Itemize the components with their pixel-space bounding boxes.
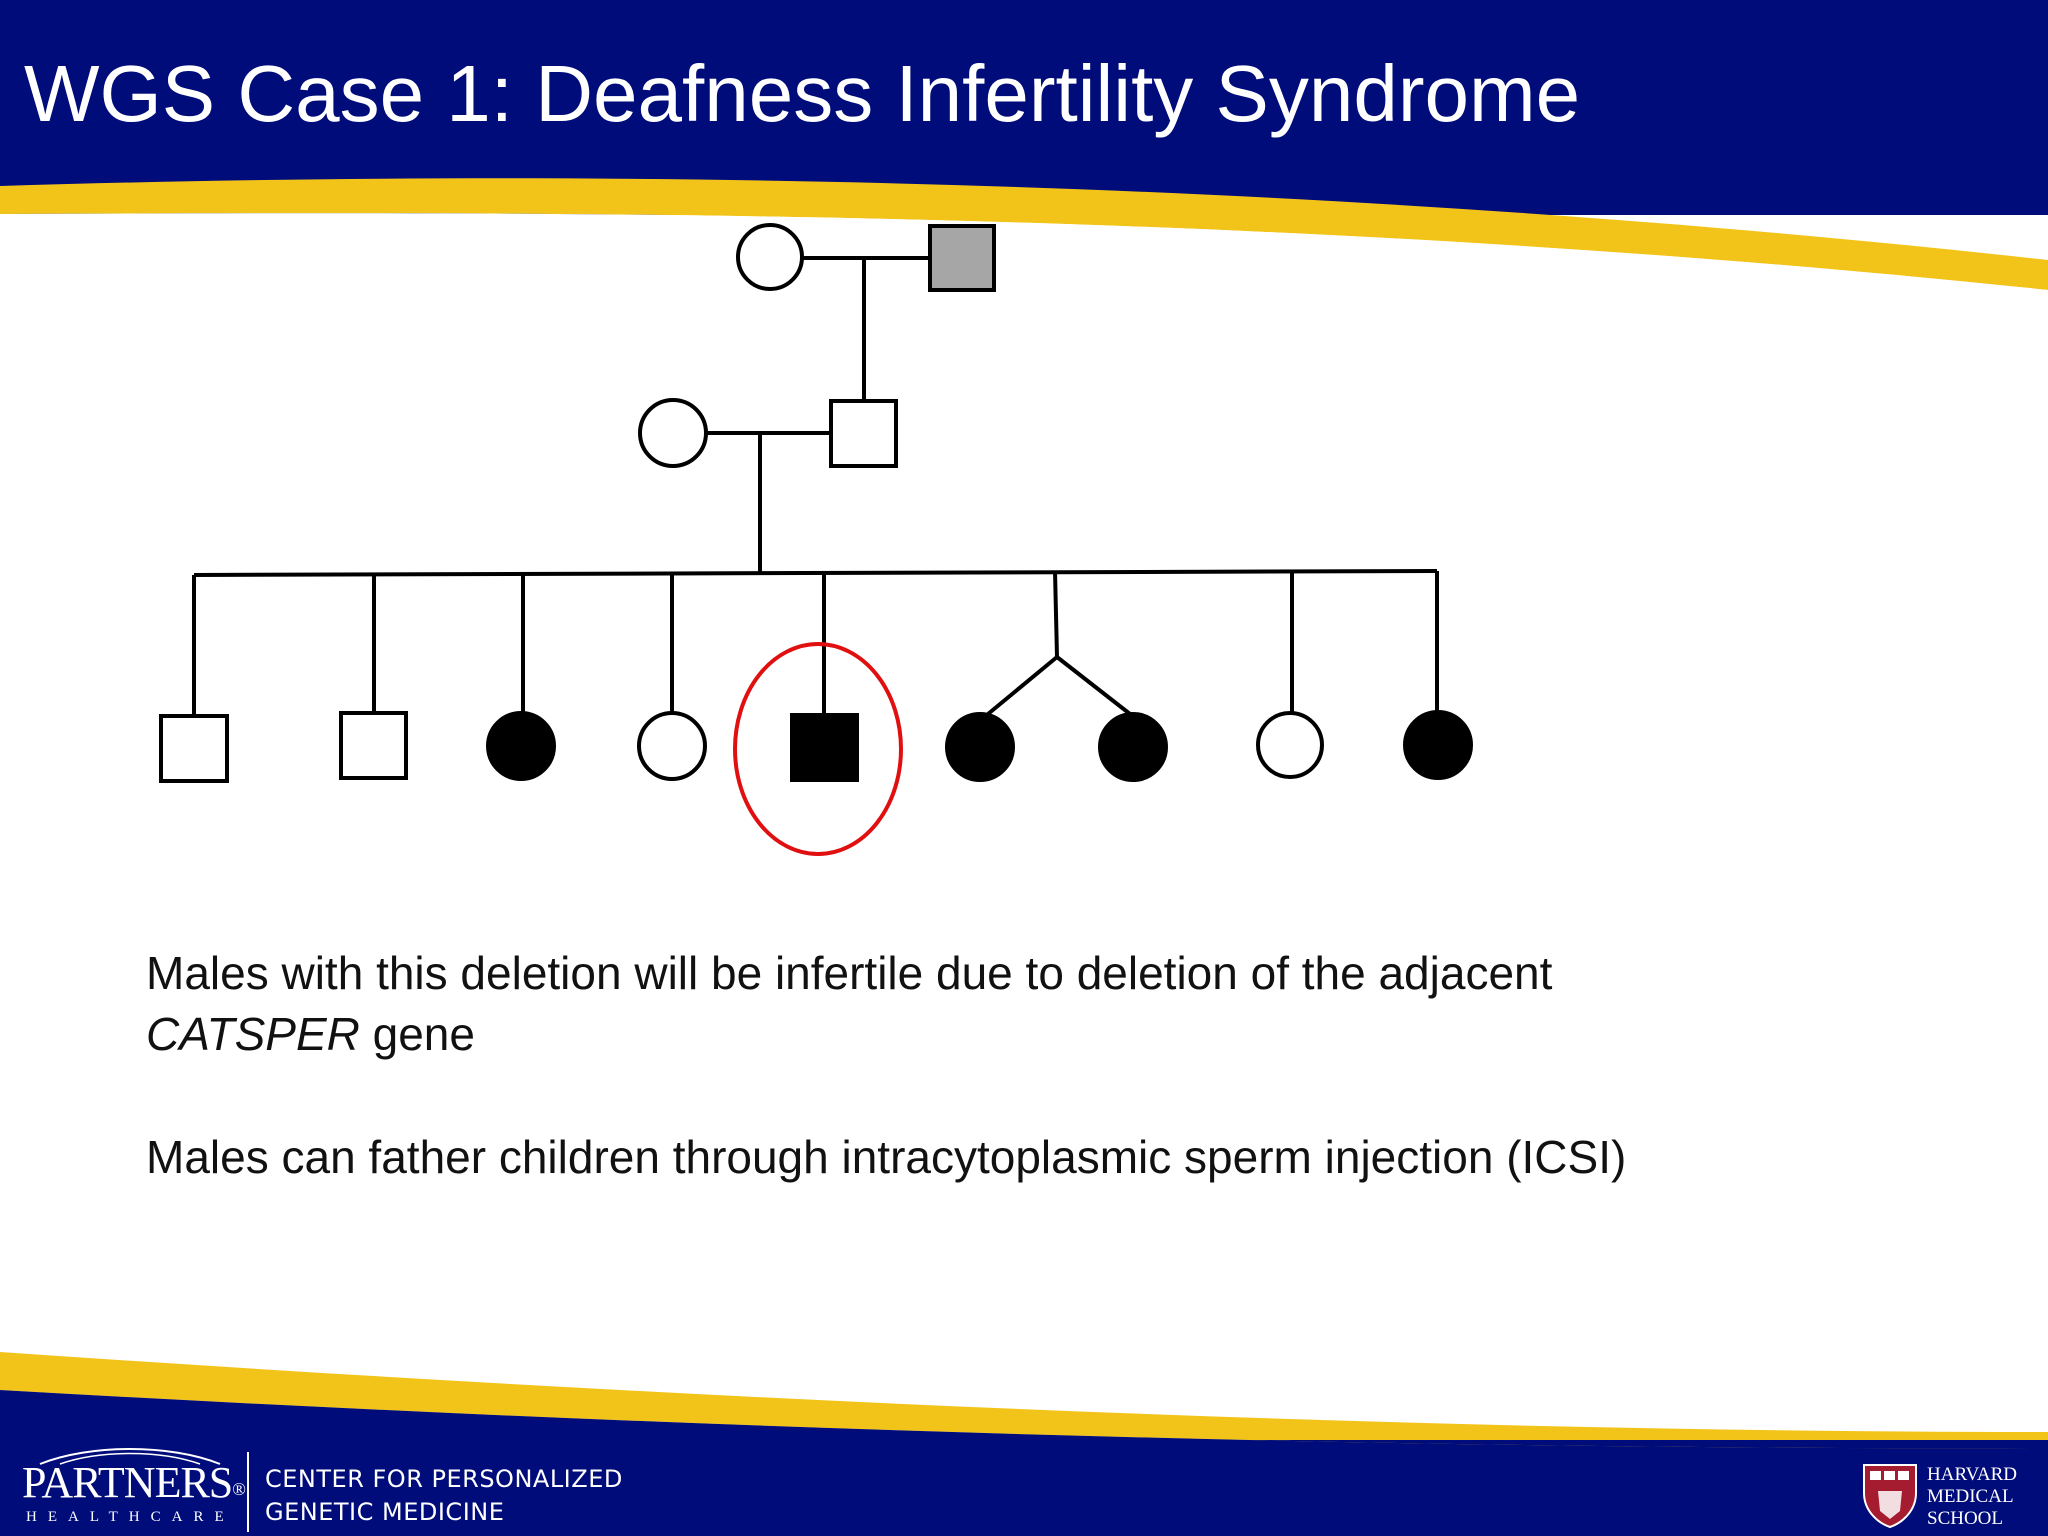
pedigree-chart bbox=[159, 223, 1473, 856]
harvard-line-1: HARVARD bbox=[1927, 1464, 2017, 1485]
body-line-1: Males with this deletion will be inferti… bbox=[146, 947, 1553, 999]
footer-band bbox=[0, 1440, 2048, 1536]
gen3-daughter-unaffected-2 bbox=[1256, 711, 1324, 779]
logo-divider bbox=[247, 1452, 249, 1532]
gen3-affected-twin-1 bbox=[945, 712, 1015, 782]
body-paragraph-2: Males can father children through intrac… bbox=[146, 1131, 1627, 1183]
twin-branch-left bbox=[986, 655, 1059, 716]
twin-branch-right bbox=[1055, 655, 1132, 716]
center-name-line-2: GENETIC MEDICINE bbox=[265, 1498, 505, 1526]
proband-highlight-ellipse bbox=[733, 642, 903, 856]
gen2-father-square bbox=[829, 399, 898, 468]
partners-logo-arc bbox=[39, 1448, 221, 1465]
drop-line-twins bbox=[1053, 570, 1059, 658]
gen3-affected-twin-2 bbox=[1098, 712, 1168, 782]
gen3-daughter-unaffected-1 bbox=[637, 711, 707, 781]
gen3-proband-square bbox=[790, 713, 859, 782]
body-paragraph-1: Males with this deletion will be inferti… bbox=[146, 943, 1966, 1065]
gen3-son-2-square bbox=[339, 711, 408, 780]
partners-logo-word: PARTNERS® bbox=[22, 1458, 246, 1507]
partners-logo-subtitle: HEALTHCARE bbox=[26, 1509, 235, 1525]
gen2-mother-circle bbox=[638, 398, 708, 468]
gen1-grandfather-square bbox=[928, 224, 996, 292]
harvard-line-2: MEDICAL bbox=[1927, 1486, 2014, 1507]
sibship-line bbox=[193, 569, 1438, 577]
header-gold-swoosh bbox=[0, 178, 2048, 290]
gen3-son-1-square bbox=[159, 714, 229, 783]
gen1-grandmother-circle bbox=[736, 223, 804, 291]
footer-gold-swoosh bbox=[0, 1352, 2048, 1449]
footer-white-curve bbox=[0, 1390, 2048, 1449]
gen3-affected-daughter-2 bbox=[1403, 710, 1473, 780]
gen3-affected-daughter-1 bbox=[486, 711, 556, 781]
catsper-gene-name: CATSPER bbox=[146, 1008, 360, 1060]
slide-title: WGS Case 1: Deafness Infertility Syndrom… bbox=[24, 49, 1581, 138]
harvard-shield-icon bbox=[1863, 1464, 1917, 1529]
center-name-line-1: CENTER FOR PERSONALIZED bbox=[265, 1465, 623, 1493]
header-white-curve bbox=[0, 213, 2048, 330]
harvard-line-3: SCHOOL bbox=[1927, 1508, 2004, 1529]
body-line-2-rest: gene bbox=[359, 1008, 475, 1060]
